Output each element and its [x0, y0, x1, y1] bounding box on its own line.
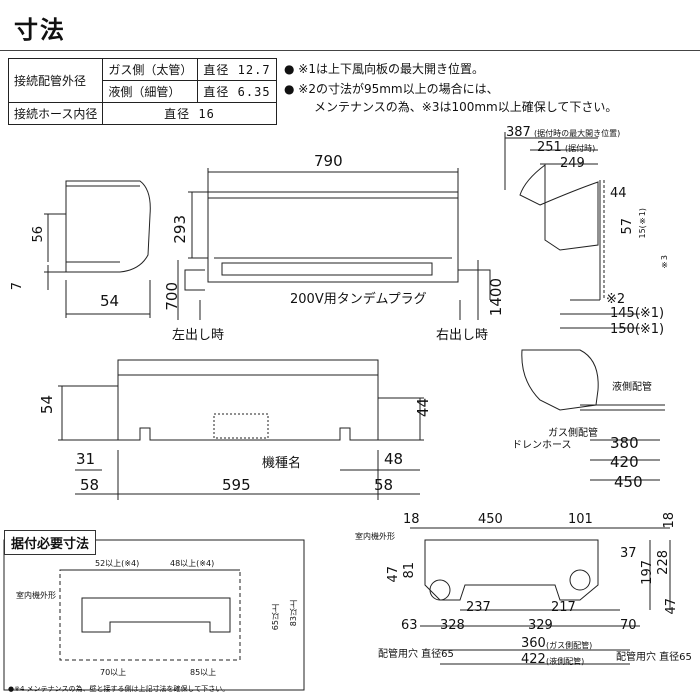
dim-217: 217	[551, 600, 576, 615]
dim-85-min: 85以上	[190, 668, 217, 677]
dim-387-note: (据付時の最大開き位置)	[534, 129, 621, 138]
dim-47-left: 47	[386, 566, 401, 583]
spec-value: 直径 16	[102, 102, 277, 125]
outline-label-plate: 室内機外形	[355, 532, 395, 541]
dim-63: 63	[401, 618, 418, 633]
dim-420: 420	[610, 453, 639, 471]
dim-47-right: 47	[664, 598, 679, 615]
dim-249: 249	[560, 156, 585, 171]
spec-value: 直径 6.35	[197, 80, 277, 103]
model-label: 機種名	[262, 456, 302, 471]
note-line-1: ● ※1は上下風向板の最大開き位置。	[284, 62, 484, 76]
dim-58-right: 58	[374, 476, 394, 494]
install-box-header: 据付必要寸法	[4, 530, 97, 555]
mounting-plate	[410, 527, 671, 665]
side-view-left	[44, 180, 151, 318]
dim-18-top-left: 18	[403, 512, 420, 527]
bottom-view	[58, 359, 424, 500]
title-underline	[0, 50, 700, 51]
dim-450: 450	[614, 473, 643, 491]
dim-83-min: 83以上	[289, 600, 298, 627]
dim-700: 700	[163, 282, 181, 311]
dim-81: 81	[402, 562, 417, 579]
dim-48: 48	[384, 450, 404, 468]
right-out-label: 右出し時	[436, 328, 489, 343]
dim-7: 7	[10, 282, 25, 291]
dim-44: 44	[610, 186, 627, 201]
dim-65-min: 65以上	[271, 604, 280, 631]
dim-52-min: 52以上(※4)	[95, 559, 140, 568]
dim-360-note: (ガス側配管)	[546, 641, 593, 650]
install-footnote: ●※4 メンテナンスの為、壁と接する側は上記寸法を確保して下さい。	[8, 685, 230, 693]
front-view	[177, 168, 491, 320]
dim-237: 237	[466, 600, 491, 615]
dim-150: 150(※1)	[610, 322, 665, 337]
table-row: 液側（細管） 直径 6.35	[9, 80, 277, 103]
pipe-hole-left-label: 配管用穴 直径65	[378, 649, 454, 660]
dim-328: 328	[440, 618, 465, 633]
dim-18-top-right: 18	[662, 512, 677, 529]
dim-422: 422	[521, 652, 546, 667]
dim-31: 31	[76, 450, 96, 468]
dim-70-min: 70以上	[100, 668, 127, 677]
dim-197: 197	[640, 560, 655, 585]
dim-57: 57	[620, 218, 635, 235]
dim-790: 790	[314, 152, 343, 170]
dim-56: 56	[31, 226, 46, 243]
dim-44-bottom: 44	[414, 398, 432, 418]
outline-label-left: 室内機外形	[16, 591, 56, 600]
dim-mark-3: ※3	[660, 255, 669, 270]
spec-table: 接続配管外径 ガス側（太管） 直径 12.7 液側（細管） 直径 6.35 接続…	[7, 58, 277, 125]
pipe-hole-right-label: 配管用穴 直径65	[616, 652, 692, 663]
dim-101: 101	[568, 512, 593, 527]
spec-label: 接続配管外径	[7, 58, 104, 103]
spec-label: 接続ホース内径	[7, 102, 104, 125]
spec-sub: 液側（細管）	[102, 80, 199, 103]
gas-pipe-label: ガス側配管	[548, 428, 598, 439]
dim-58-left: 58	[80, 476, 100, 494]
dim-1400: 1400	[487, 278, 505, 317]
table-row: 接続配管外径 ガス側（太管） 直径 12.7	[7, 58, 277, 103]
dim-48-min: 48以上(※4)	[170, 559, 215, 568]
liquid-pipe-label: 液側配管	[612, 382, 652, 393]
left-out-label: 左出し時	[172, 328, 225, 343]
plug-label: 200V用タンデムプラグ	[290, 292, 427, 307]
dim-145: 145(※1)	[610, 306, 665, 321]
dim-54: 54	[100, 292, 120, 310]
dim-228: 228	[656, 550, 671, 575]
dim-15: 15(※1)	[638, 208, 647, 239]
page-title: 寸法	[14, 16, 66, 44]
dim-54-bottom: 54	[38, 395, 56, 415]
pipe-side-view	[521, 349, 665, 481]
note-line-2: ● ※2の寸法が95mm以上の場合には、	[284, 82, 499, 96]
drain-hose-label: ドレンホース	[512, 440, 572, 451]
dim-329: 329	[528, 618, 553, 633]
dim-422-note: (液側配管)	[546, 657, 585, 666]
table-row: 接続ホース内径 直径 16	[7, 102, 277, 125]
dim-293: 293	[171, 215, 189, 244]
dim-37: 37	[620, 546, 637, 561]
dim-70-plate: 70	[620, 618, 637, 633]
install-box	[3, 539, 305, 691]
side-view-right	[504, 132, 640, 329]
dim-595: 595	[222, 476, 251, 494]
dim-450-plate: 450	[478, 512, 503, 527]
dim-380: 380	[610, 434, 639, 452]
dim-360: 360	[521, 636, 546, 651]
dim-mark-2: ※2	[606, 292, 626, 307]
dim-251-note: (据付時)	[565, 144, 596, 153]
note-line-3: メンテナンスの為、※3は100mm以上確保して下さい。	[314, 100, 618, 114]
dim-251: 251	[537, 140, 562, 155]
dim-387: 387	[506, 125, 531, 140]
